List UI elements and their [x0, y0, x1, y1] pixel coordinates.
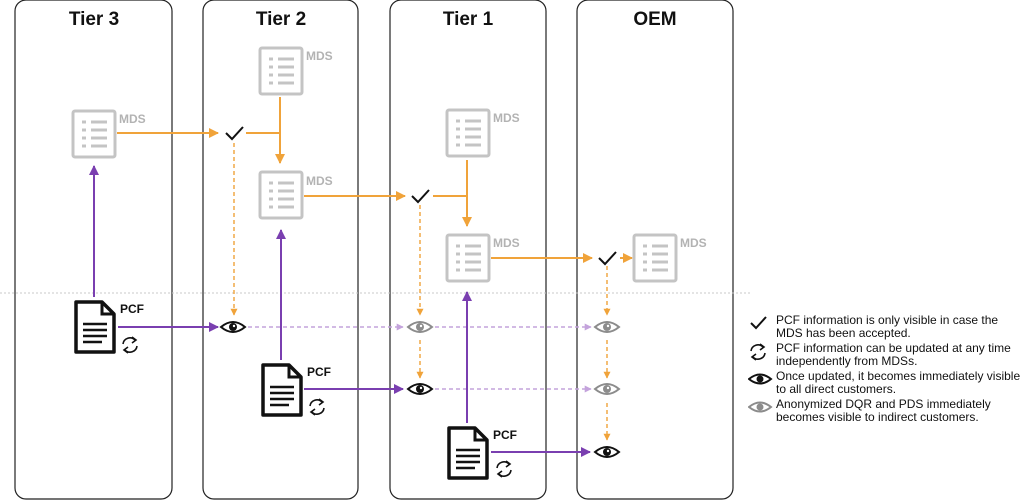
- column-title-tier1: Tier 1: [443, 9, 494, 30]
- pcf-document-icon: [261, 363, 303, 417]
- refresh-icon: [309, 398, 325, 416]
- legend-item-gray-eye: Anonymized DQR and PDS immediately becom…: [748, 398, 1024, 424]
- check-icon: [411, 189, 430, 204]
- check-icon: [598, 251, 617, 266]
- legend-text: PCF information is only visible in case …: [776, 313, 999, 340]
- mds-label: MDS: [493, 111, 520, 125]
- column-title-tier3: Tier 3: [69, 9, 119, 30]
- refresh-icon: [750, 343, 766, 361]
- mds-label: MDS: [493, 236, 520, 250]
- eye-icon: [406, 383, 434, 395]
- legend-item-refresh: PCF information can be updated at any ti…: [748, 342, 1024, 368]
- eye-icon: [748, 373, 773, 385]
- pcf-document-icon: [447, 426, 489, 480]
- gray-eye-icon: [406, 321, 434, 333]
- mds-document-icon: [258, 170, 304, 220]
- mds-document-icon: [632, 233, 678, 283]
- gray-eye-icon: [593, 321, 621, 333]
- mds-document-icon: [258, 46, 304, 96]
- legend: PCF information is only visible in case …: [748, 314, 1024, 426]
- eye-icon: [593, 446, 621, 458]
- column-title-oem: OEM: [633, 9, 676, 30]
- pcf-label: PCF: [120, 302, 144, 316]
- legend-item-eye: Once updated, it becomes immediately vis…: [748, 370, 1024, 396]
- pcf-indirect-dashed-lines: [248, 323, 592, 393]
- legend-item-check: PCF information is only visible in case …: [748, 314, 1024, 340]
- eye-icon: [219, 321, 247, 333]
- mds-document-icon: [445, 233, 491, 283]
- legend-text: Anonymized DQR and PDS immediately becom…: [776, 397, 991, 424]
- mds-document-icon: [445, 108, 491, 158]
- mds-flow-lines: [117, 97, 633, 263]
- mds-document-icon: [71, 109, 117, 159]
- pcf-label: PCF: [493, 428, 517, 442]
- check-icon: [225, 126, 244, 141]
- refresh-icon: [496, 460, 512, 478]
- mds-label: MDS: [306, 49, 333, 63]
- gray-eye-icon: [748, 401, 773, 413]
- mds-label: MDS: [680, 236, 707, 250]
- column-title-tier2: Tier 2: [256, 9, 306, 30]
- legend-text: Once updated, it becomes immediately vis…: [776, 369, 1021, 396]
- gray-eye-icon: [593, 383, 621, 395]
- pcf-document-icon: [74, 300, 116, 354]
- refresh-icon: [122, 336, 138, 354]
- legend-text: PCF information can be updated at any ti…: [776, 341, 1011, 368]
- mds-label: MDS: [119, 112, 146, 126]
- mds-label: MDS: [306, 174, 333, 188]
- pcf-flow-lines: [89, 165, 591, 457]
- mds-visibility-dashed-lines: [230, 143, 611, 441]
- pcf-label: PCF: [307, 365, 331, 379]
- check-icon: [750, 316, 767, 330]
